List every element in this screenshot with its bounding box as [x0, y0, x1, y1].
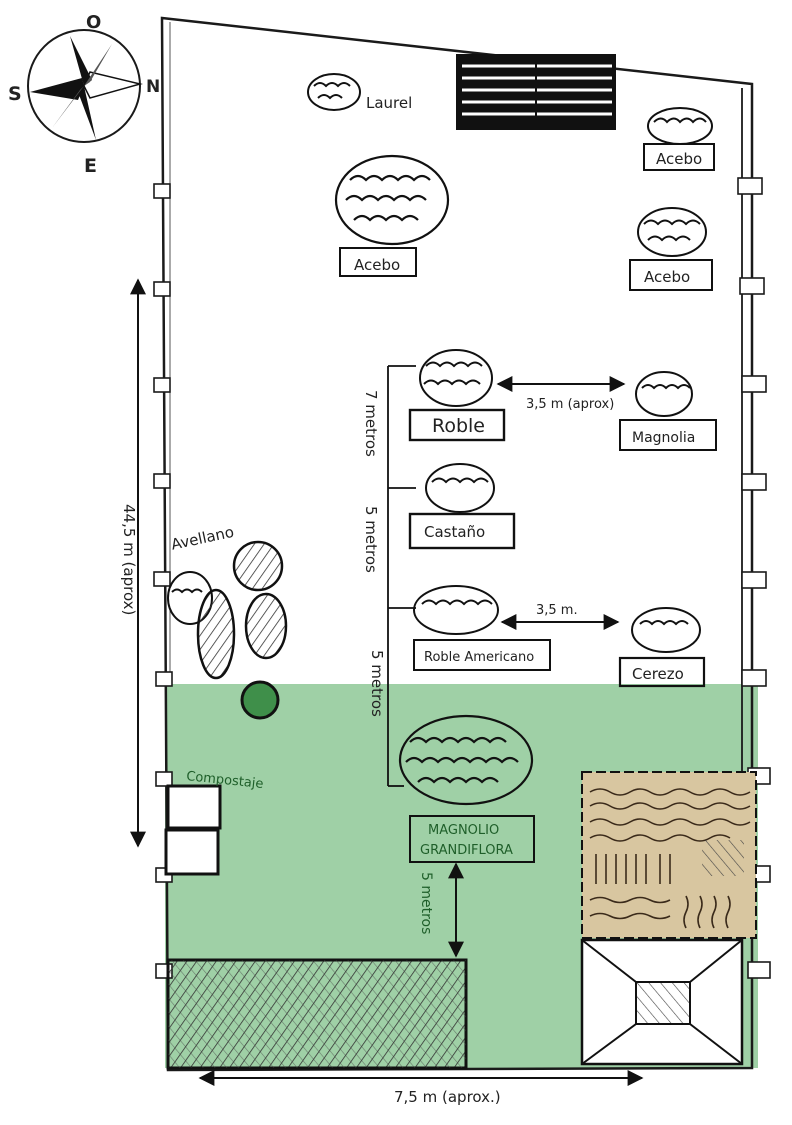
magnolio-label-line2: GRANDIFLORA	[420, 843, 513, 858]
acebo-right-label: Acebo	[644, 268, 690, 286]
compass-south: S	[8, 83, 22, 105]
acebo-top-right-box	[643, 143, 715, 171]
width-label: 7,5 m (aprox.)	[394, 1088, 501, 1106]
cerezo-box	[618, 656, 706, 688]
roble-americano-tree	[413, 585, 499, 635]
magnolio-label-line1: MAGNOLIO	[428, 823, 499, 838]
acebo-right-tree	[637, 207, 707, 257]
avellano-group	[167, 540, 288, 720]
magnolio-grandiflora-tree	[398, 714, 534, 806]
acebo-top-right-tree	[647, 107, 713, 145]
dim-seg3-label: 5 metros	[368, 650, 386, 717]
avellano-label: Avellano	[169, 523, 235, 554]
compass-east: E	[84, 155, 97, 177]
roble-magnolia-label: 3,5 m (aprox)	[526, 397, 614, 412]
cerezo-label: Cerezo	[632, 665, 684, 683]
roble-americano-box	[413, 639, 551, 671]
compass-west: O	[86, 12, 101, 33]
castano-box	[408, 512, 516, 550]
acebo-left-tree	[334, 154, 450, 246]
magnolio-box	[409, 815, 535, 863]
fence-posts-right	[737, 177, 771, 979]
cerezo-tree	[631, 607, 701, 653]
length-label: 44,5 m (aprox)	[120, 504, 138, 615]
laurel-shrub	[307, 73, 361, 111]
roble-label: Roble	[432, 415, 485, 437]
tree-dimension-line	[387, 365, 416, 787]
laurel-label: Laurel	[366, 94, 412, 112]
compass-rose: N S O E	[8, 12, 160, 177]
magnolia-box	[619, 419, 717, 451]
compost-bins	[164, 784, 222, 876]
magnolia-tree	[635, 371, 693, 417]
roble-americano-label: Roble Americano	[424, 650, 534, 665]
acebo-right-box	[629, 259, 713, 291]
compass-north: N	[146, 77, 160, 97]
acebo-left-box	[339, 247, 417, 277]
dim-seg2-label: 5 metros	[362, 506, 380, 573]
pavilion-structure	[580, 938, 744, 1066]
vegetable-bed	[581, 771, 757, 939]
roble-box	[408, 408, 506, 442]
roble-tree	[419, 349, 493, 407]
roble-cerezo-label: 3,5 m.	[536, 603, 578, 618]
magnolio-gap-label: 5 metros	[418, 872, 434, 934]
castano-tree	[425, 463, 495, 513]
castano-label: Castaño	[424, 523, 485, 541]
dim-seg1-label: 7 metros	[362, 390, 380, 457]
magnolia-label: Magnolia	[632, 430, 695, 446]
acebo-left-label: Acebo	[354, 256, 400, 274]
acebo-top-right-label: Acebo	[656, 150, 702, 168]
shed-structure	[456, 54, 616, 130]
